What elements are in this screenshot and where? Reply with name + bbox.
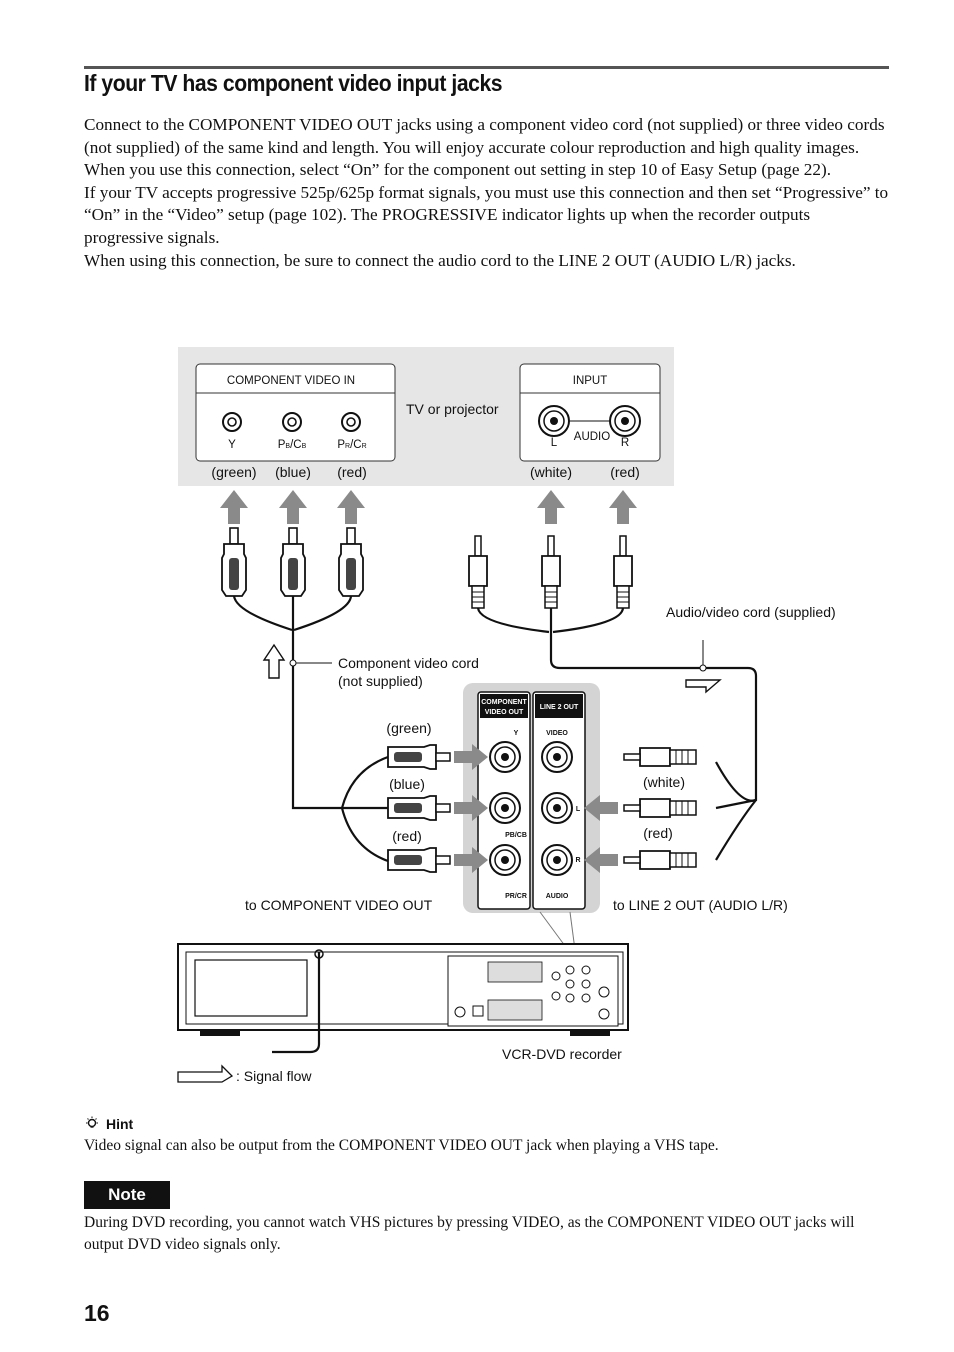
recorder-label: VCR-DVD recorder [502, 1046, 622, 1062]
av-plug-white [541, 535, 561, 609]
panel-audio-label: AUDIO [546, 893, 569, 900]
av-plug-red [613, 535, 633, 609]
input-r-label: R [621, 437, 629, 449]
page-heading: If your TV has component video input jac… [84, 70, 503, 96]
signal-flow-arrow-left [685, 679, 722, 694]
input-l-label: L [551, 437, 558, 449]
component-cord-marker [289, 659, 297, 667]
rec-av-plug-red [623, 850, 697, 870]
intro-paragraph: When you use this connection, select “On… [84, 160, 831, 180]
rec-red-label: (red) [392, 828, 422, 844]
av-cord-label: Audio/video cord (supplied) [666, 604, 836, 620]
note-badge: Note [84, 1181, 170, 1209]
hint-text: Video signal can also be output from the… [84, 1137, 719, 1154]
intro-paragraph: Connect to the COMPONENT VIDEO OUT jacks… [84, 115, 885, 157]
input-audio-label: AUDIO [574, 431, 610, 443]
panel-pb-label: PB/CB [505, 832, 527, 839]
rec-plug-red [387, 847, 451, 873]
panel-component-label-2: VIDEO OUT [485, 709, 524, 716]
input-white-label: (white) [530, 464, 572, 480]
panel-l-label: L [576, 806, 581, 813]
intro-paragraph: When using this connection, be sure to c… [84, 250, 796, 270]
tv-pb-label: PB/CB [278, 439, 307, 451]
tv-red-label: (red) [337, 464, 367, 480]
component-plug-red [338, 527, 364, 597]
panel-audio-r-jack[interactable] [541, 844, 573, 876]
panel-audio-l-jack[interactable] [541, 792, 573, 824]
panel-y-jack[interactable] [489, 741, 521, 773]
signal-flow-legend: : Signal flow [236, 1068, 312, 1084]
av-plug-video [468, 535, 488, 609]
panel-component-label-1: COMPONENT [481, 699, 527, 706]
panel-r-label: R [575, 857, 580, 864]
tv-audio-l-jack [538, 405, 570, 437]
rec-plug-blue [387, 795, 451, 821]
note-text: During DVD recording, you cannot watch V… [84, 1214, 855, 1253]
panel-pr-jack[interactable] [489, 844, 521, 876]
rec-blue-label: (blue) [389, 776, 425, 792]
rec-av-plug-video [623, 747, 697, 767]
rec-green-label: (green) [386, 720, 431, 736]
to-line2-label: to LINE 2 OUT (AUDIO L/R) [613, 897, 788, 913]
panel-pb-jack[interactable] [489, 792, 521, 824]
lightbulb-icon [86, 1116, 98, 1128]
tv-y-label: Y [228, 439, 236, 451]
tv-green-label: (green) [211, 464, 256, 480]
to-component-label: to COMPONENT VIDEO OUT [245, 897, 433, 913]
panel-y-label: Y [514, 730, 519, 737]
hint-heading: Hint [84, 1116, 133, 1132]
tv-pr-jack [341, 412, 361, 432]
signal-arrows-left [584, 795, 618, 873]
tv-blue-label: (blue) [275, 464, 311, 480]
signal-flow-legend-icon [177, 1064, 234, 1083]
tv-component-panel-label: COMPONENT VIDEO IN [227, 375, 355, 387]
tv-pr-label: PR/CR [337, 439, 366, 451]
rec-av-plug-white [623, 798, 697, 818]
component-cord-label-1: Component video cord [338, 655, 479, 671]
input-panel-label: INPUT [573, 375, 608, 387]
page-number: 16 [84, 1300, 110, 1326]
av-cord [476, 607, 758, 861]
top-rule [84, 66, 889, 69]
input-red-label: (red) [610, 464, 640, 480]
component-cord [232, 595, 389, 863]
panel-video-label: VIDEO [546, 730, 568, 737]
vcr-dvd-recorder [177, 943, 629, 1054]
rec-red2-label: (red) [643, 825, 673, 841]
rec-white-label: (white) [643, 774, 685, 790]
tv-component-panel [195, 363, 396, 462]
intro-text: Connect to the COMPONENT VIDEO OUT jacks… [84, 114, 890, 272]
tv-audio-r-jack [609, 405, 641, 437]
rec-plug-green [387, 744, 451, 770]
intro-paragraph: If your TV accepts progressive 525p/625p… [84, 182, 889, 247]
panel-video-jack[interactable] [541, 741, 573, 773]
tv-label: TV or projector [406, 401, 499, 417]
signal-arrows-right [454, 744, 488, 873]
panel-line2-label: LINE 2 OUT [540, 704, 579, 711]
hint-label: Hint [106, 1116, 134, 1132]
component-plug-green [221, 527, 247, 597]
signal-arrows-up [220, 490, 637, 524]
tv-y-jack [222, 412, 242, 432]
signal-flow-arrow-up [262, 643, 286, 679]
panel-pr-label: PR/CR [505, 893, 527, 900]
tv-pb-jack [282, 412, 302, 432]
component-plug-blue [280, 527, 306, 597]
component-cord-label-2: (not supplied) [338, 673, 423, 689]
